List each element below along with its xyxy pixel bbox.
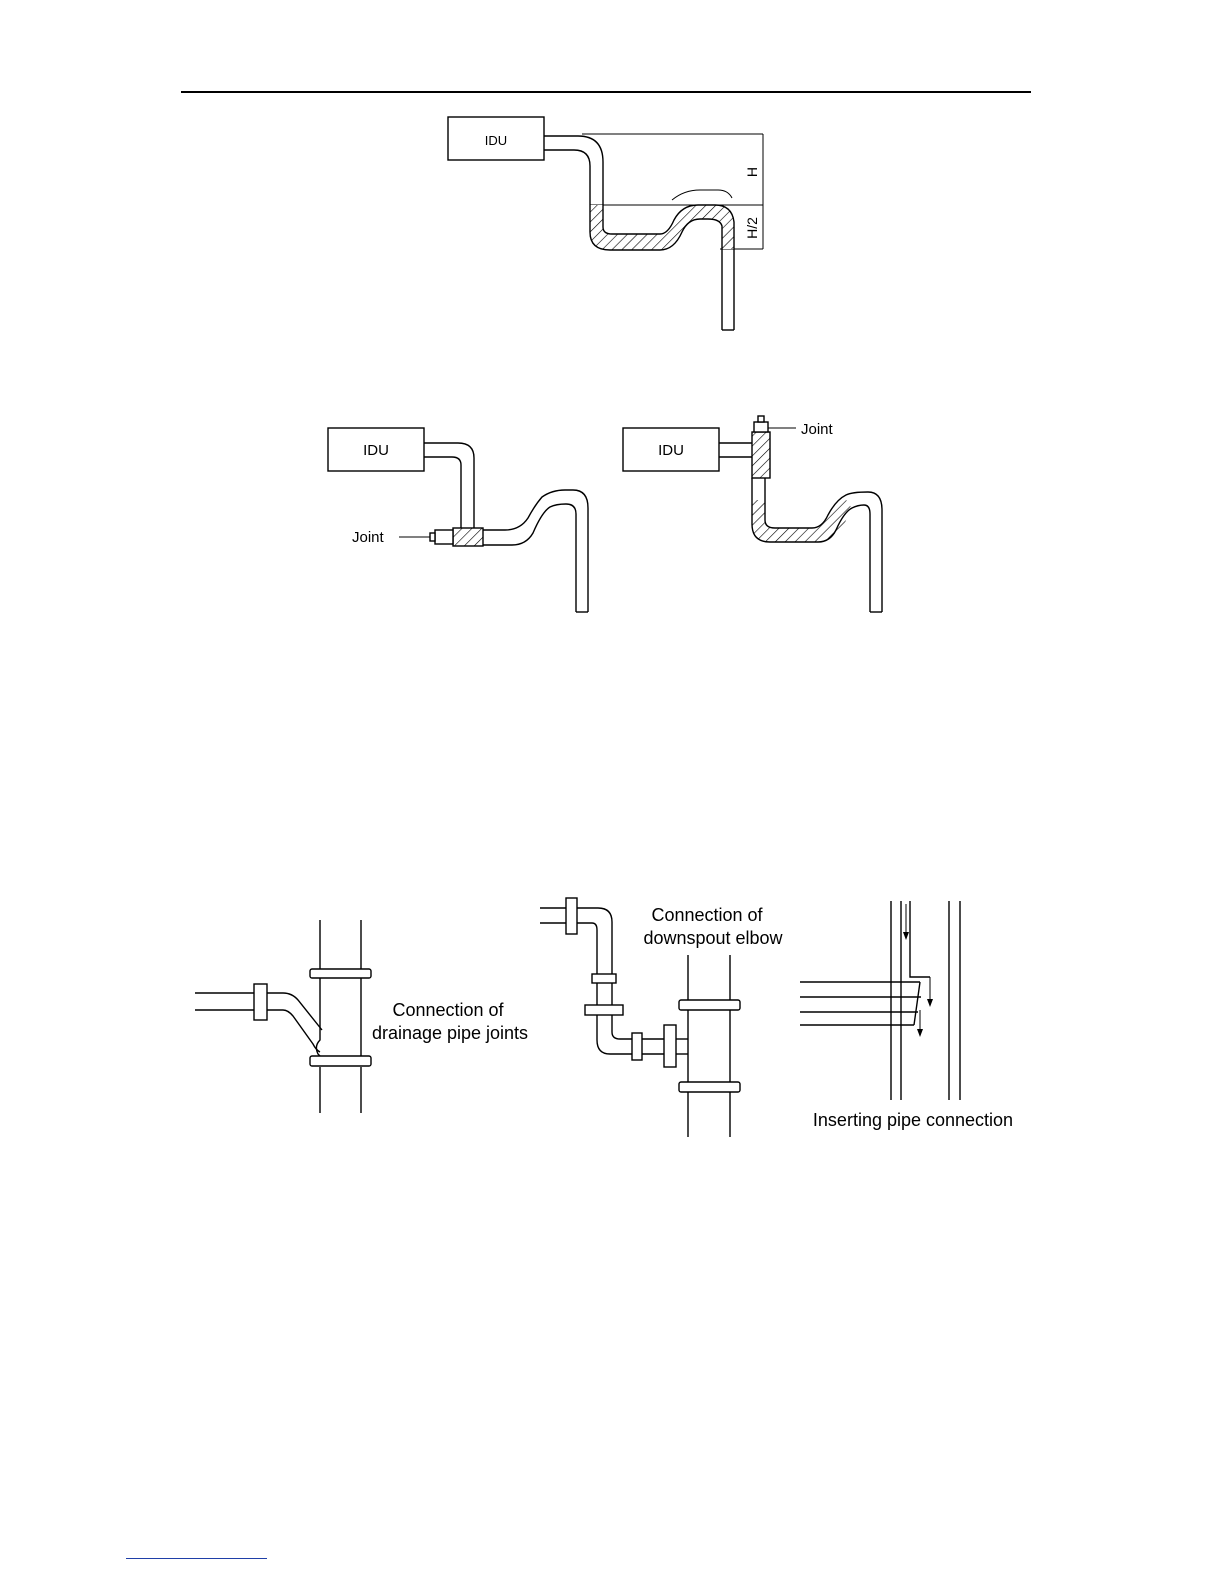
drainage-label-line2: drainage pipe joints bbox=[372, 1023, 528, 1043]
joint-label-right: Joint bbox=[801, 421, 834, 438]
figure-3-inserting-pipe: Inserting pipe connection bbox=[800, 901, 1013, 1130]
figure-1-drain-trap: IDU H H/2 bbox=[448, 117, 763, 330]
h-dimension-label: H bbox=[744, 167, 760, 177]
idu-label: IDU bbox=[485, 133, 507, 148]
joint-label-left: Joint bbox=[352, 529, 385, 546]
idu-label-left: IDU bbox=[363, 442, 389, 459]
figure-3-drainage-joint: Connection of drainage pipe joints bbox=[195, 920, 528, 1113]
inserting-label: Inserting pipe connection bbox=[813, 1110, 1013, 1130]
footer-rule bbox=[126, 1558, 267, 1559]
idu-label-right: IDU bbox=[658, 442, 684, 459]
figure-2-right-joint-vertical: Joint IDU bbox=[623, 416, 882, 612]
h2-dimension-label: H/2 bbox=[744, 217, 760, 239]
figure-2-left-joint-horizontal: Joint IDU bbox=[328, 428, 588, 612]
drainage-label-line1: Connection of bbox=[392, 1000, 504, 1020]
elbow-label-line1: Connection of bbox=[651, 905, 763, 925]
elbow-label-line2: downspout elbow bbox=[643, 928, 783, 948]
figure-3-downspout-elbow: Connection of downspout elbow bbox=[540, 898, 784, 1137]
